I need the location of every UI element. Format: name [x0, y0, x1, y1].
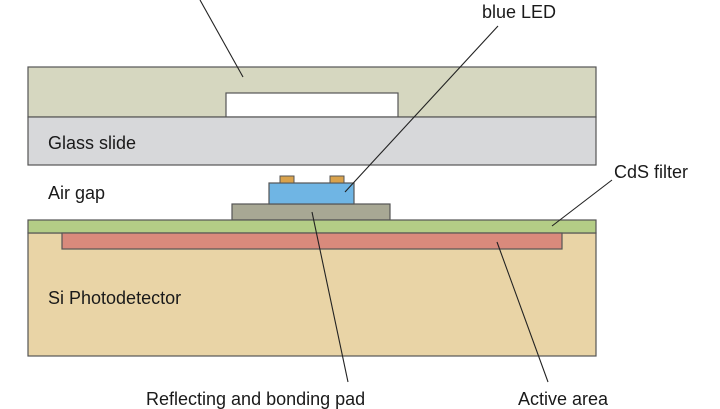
- cds-filter-layer: [27, 219, 597, 234]
- glass-slide-layer: [27, 116, 597, 166]
- glass-slide-label: Glass slide: [48, 133, 137, 153]
- leader-active-area: [496, 241, 549, 383]
- active-area-region: [61, 232, 563, 250]
- air-gap-label: Air gap: [48, 183, 106, 203]
- leader-cds-filter: [551, 179, 613, 227]
- led-contact-left: [279, 175, 295, 184]
- blue-led-label: blue LED: [482, 2, 557, 22]
- reflecting-pad-label: Reflecting and bonding pad: [146, 389, 366, 409]
- leader-top-layer: [199, 0, 244, 78]
- reflecting-bonding-pad: [231, 203, 391, 221]
- leader-bonding-pad: [311, 211, 349, 383]
- leader-blue-led: [344, 25, 499, 193]
- active-area-label: Active area: [518, 389, 609, 409]
- cds-filter-label: CdS filter: [614, 162, 689, 182]
- led-contact-right: [329, 175, 345, 184]
- blue-led-chip: [268, 182, 355, 205]
- top-layer-cavity: [225, 92, 399, 118]
- si-photodetector-label: Si Photodetector: [48, 288, 182, 308]
